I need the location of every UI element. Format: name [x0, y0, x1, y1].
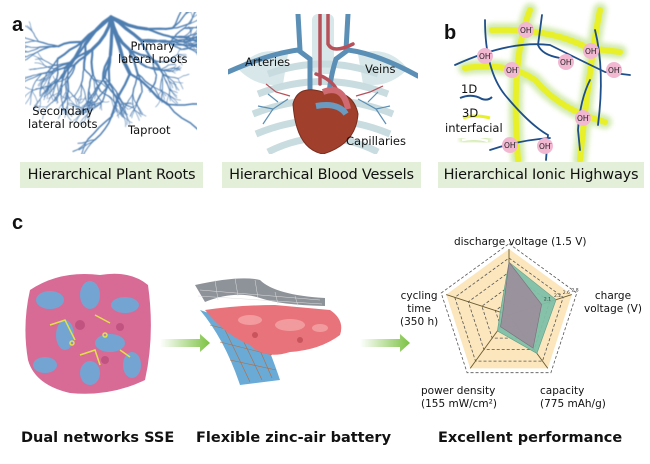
oh-ion: OH-	[606, 62, 622, 78]
radar-tick-label: 2.2	[554, 293, 561, 299]
label-capillaries: Capillaries	[346, 134, 406, 148]
radar-chart-svg: 2.12.22.62.8	[440, 243, 579, 374]
oh-ion: OH-	[583, 43, 599, 59]
svg-text:OH: OH	[577, 114, 589, 123]
flexible-zinc-air-battery-illustration	[180, 270, 360, 390]
radar-tick-label: 2.6	[563, 290, 570, 296]
radar-axis-label-capacity: capacity (775 mAh/g)	[540, 385, 606, 410]
oh-ion: OH-	[537, 138, 553, 154]
label-taproot: Taproot	[128, 123, 171, 137]
plant-roots-illustration	[9, 0, 226, 160]
svg-text:OH: OH	[504, 141, 516, 150]
legend-1d-line	[459, 94, 493, 101]
svg-text:-: -	[588, 113, 590, 119]
caption-ionic-highways: Hierarchical Ionic Highways	[438, 162, 644, 188]
label-primary-lateral-roots: Primary lateral roots	[118, 39, 188, 66]
svg-text:OH: OH	[520, 26, 532, 35]
radar-series-1	[500, 261, 542, 349]
caption-excellent-performance: Excellent performance	[438, 430, 623, 446]
svg-text:-: -	[517, 65, 519, 71]
ionic-highways-diagram: OH-OH-OH-OH-OH-OH-OH-OH-OH-	[430, 0, 650, 167]
label-arteries: Arteries	[245, 55, 291, 69]
radar-axis-line	[446, 294, 510, 316]
svg-text:OH: OH	[608, 66, 620, 75]
vessels-drawing	[225, 11, 421, 156]
radar-axis-label-charge: charge voltage (V)	[584, 290, 642, 315]
radar-grid-ring	[454, 257, 564, 362]
svg-text:-: -	[596, 46, 598, 52]
label-secondary-lateral-roots: Secondary lateral roots	[28, 104, 98, 131]
caption-dual-networks-sse: Dual networks SSE	[21, 430, 175, 446]
svg-text:-: -	[550, 141, 552, 147]
sse-cube-drawing	[25, 273, 151, 394]
battery-drawing	[195, 277, 342, 385]
svg-text:-: -	[531, 25, 533, 31]
dual-network-sse-illustration	[20, 265, 160, 400]
oh-ion: OH-	[558, 54, 574, 70]
svg-text:OH: OH	[479, 52, 491, 61]
highways-drawing: OH-OH-OH-OH-OH-OH-OH-OH-OH-	[454, 3, 631, 167]
panel-letter-b: b	[444, 22, 457, 44]
caption-blood-vessels: Hierarchical Blood Vessels	[222, 162, 421, 188]
svg-text:OH: OH	[560, 58, 572, 67]
blood-vessels-illustration	[225, 11, 421, 156]
svg-text:-: -	[515, 140, 517, 146]
svg-text:-: -	[571, 57, 573, 63]
panel-letter-c: c	[12, 212, 24, 234]
svg-text:OH: OH	[539, 142, 551, 151]
oh-ion: OH-	[518, 22, 534, 38]
radar-tick-label: 2.1	[544, 296, 551, 302]
oh-ion: OH-	[477, 48, 493, 64]
svg-text:-: -	[619, 65, 621, 71]
oh-ion: OH-	[575, 110, 591, 126]
radar-tick-label: 2.8	[572, 287, 579, 293]
radar-axis-label-cycling: cycling time (350 h)	[400, 290, 439, 328]
arrow-right-icon	[160, 333, 210, 353]
label-veins: Veins	[365, 62, 396, 76]
roots-drawing	[9, 0, 226, 160]
legend-3d-line	[462, 114, 491, 120]
arrow-right-icon	[360, 333, 410, 353]
caption-flexible-battery: Flexible zinc-air battery	[196, 430, 392, 446]
radar-axis-label-discharge: discharge voltage (1.5 V)	[454, 236, 587, 248]
legend-1d-label: 1D	[461, 82, 478, 96]
radar-axis-label-power: power density (155 mW/cm²)	[421, 385, 497, 410]
svg-text:OH: OH	[585, 47, 597, 56]
svg-text:OH: OH	[506, 66, 518, 75]
legend-interfacial-label: interfacial	[445, 121, 503, 135]
panel-letter-a: a	[12, 14, 24, 36]
legend-3d-label: 3D	[462, 106, 479, 120]
oh-ion: OH-	[502, 137, 518, 153]
oh-ion: OH-	[504, 62, 520, 78]
svg-text:-: -	[490, 51, 492, 57]
caption-plant-roots: Hierarchical Plant Roots	[20, 162, 203, 188]
